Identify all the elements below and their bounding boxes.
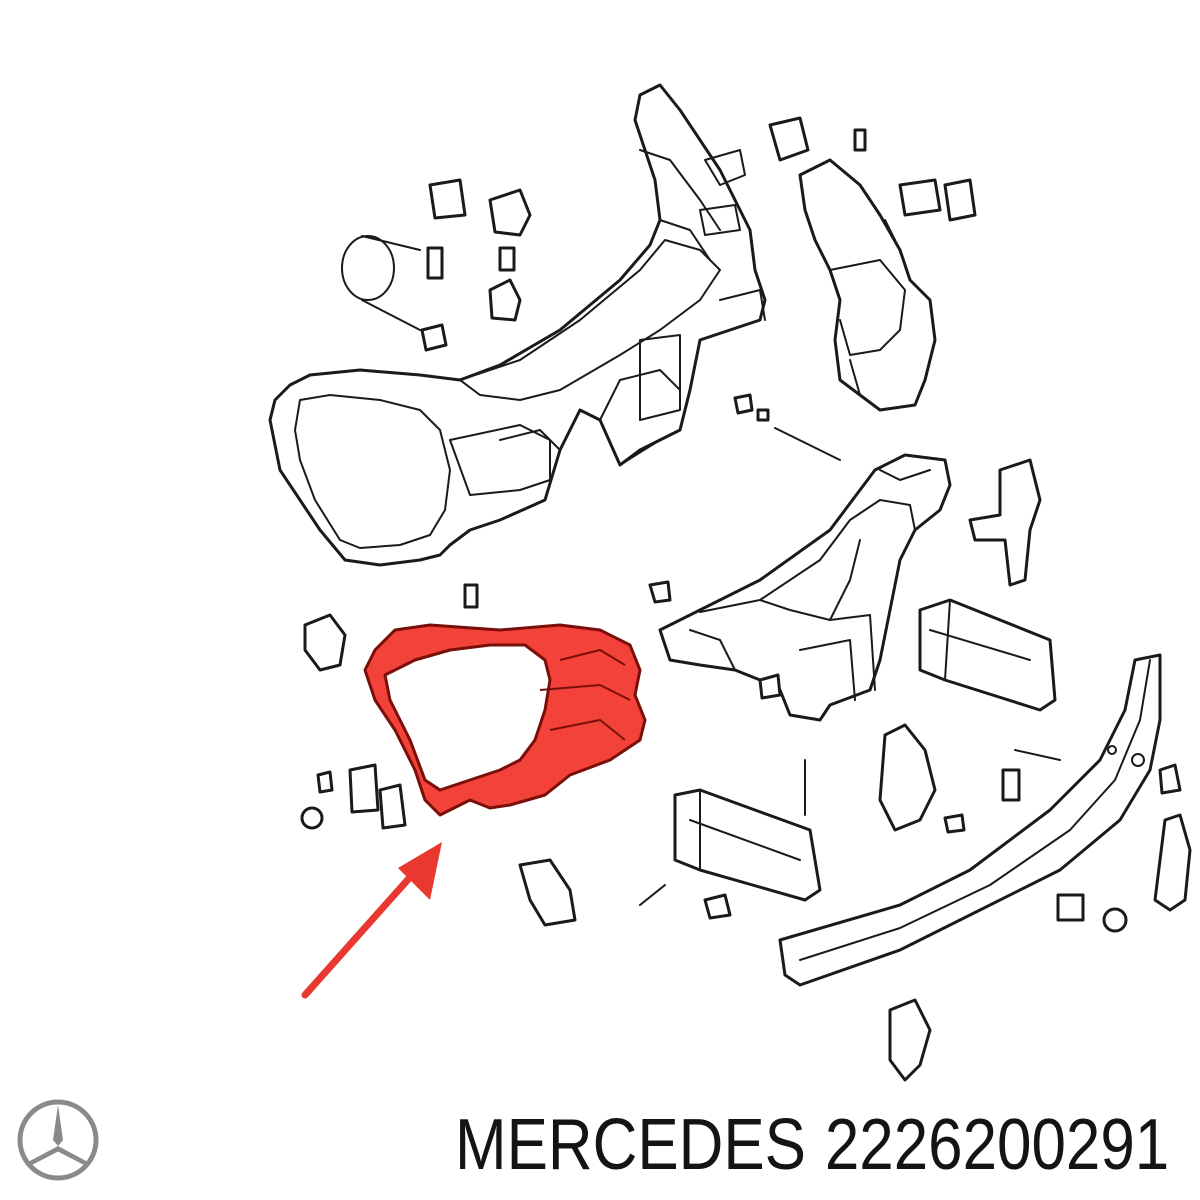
nut-lower: [703, 893, 732, 920]
clip-small: [488, 278, 522, 322]
bracket-small-5: [943, 178, 977, 222]
bracket-bottom: [888, 998, 932, 1082]
clip-mid: [758, 673, 782, 700]
bolt-3: [853, 128, 867, 152]
lower-front-carrier: [658, 453, 952, 722]
bracket-small-3: [768, 116, 810, 162]
bolt-left-2: [648, 580, 672, 604]
bolt-2: [498, 246, 516, 272]
bracket-bottom-left: [518, 858, 577, 927]
right-hardware: [888, 763, 1192, 1082]
grommet: [1102, 907, 1128, 933]
detail-circle: [341, 235, 395, 301]
bracket-left-2: [348, 763, 380, 814]
brand-name: MERCEDES: [455, 1105, 806, 1185]
right-box-bracket: [918, 598, 1057, 712]
bushing: [1056, 893, 1085, 922]
bracket-small-2: [488, 188, 532, 237]
top-hardware: [341, 116, 977, 461]
middle-hardware: [758, 673, 1061, 834]
clip-right: [1158, 763, 1182, 795]
clip-left-2: [378, 783, 407, 830]
part-number: 2226200291: [824, 1105, 1170, 1185]
right-bracket-tall: [968, 458, 1042, 587]
bolt-1: [426, 246, 444, 280]
lower-box-bracket: [639, 788, 822, 920]
highlighted-side-member: [363, 623, 647, 817]
nut-1: [420, 323, 448, 352]
long-bolt: [774, 427, 841, 461]
clip-left-1: [303, 613, 347, 672]
center-bracket: [878, 723, 937, 832]
red-arrow-icon: [301, 842, 442, 999]
right-support-bracket: [798, 158, 937, 412]
bolt-lower: [639, 884, 666, 906]
horizontal-bolt: [1014, 749, 1061, 761]
bracket-small-4: [898, 178, 942, 217]
washer: [756, 408, 770, 422]
bracket-right: [1153, 813, 1192, 912]
nut-2: [733, 393, 754, 415]
small-screw: [943, 813, 966, 834]
bolt-left-1: [463, 583, 479, 609]
upper-front-carrier: [268, 83, 767, 567]
bumper-reinforcement: [778, 653, 1162, 987]
mercedes-star-logo: [17, 1099, 99, 1181]
bracket-small-1: [428, 178, 467, 220]
left-clips: [300, 580, 672, 927]
highlighted-part: [363, 623, 647, 817]
screw-1: [316, 770, 334, 794]
spacer: [1001, 768, 1021, 802]
screw-2: [300, 806, 324, 830]
